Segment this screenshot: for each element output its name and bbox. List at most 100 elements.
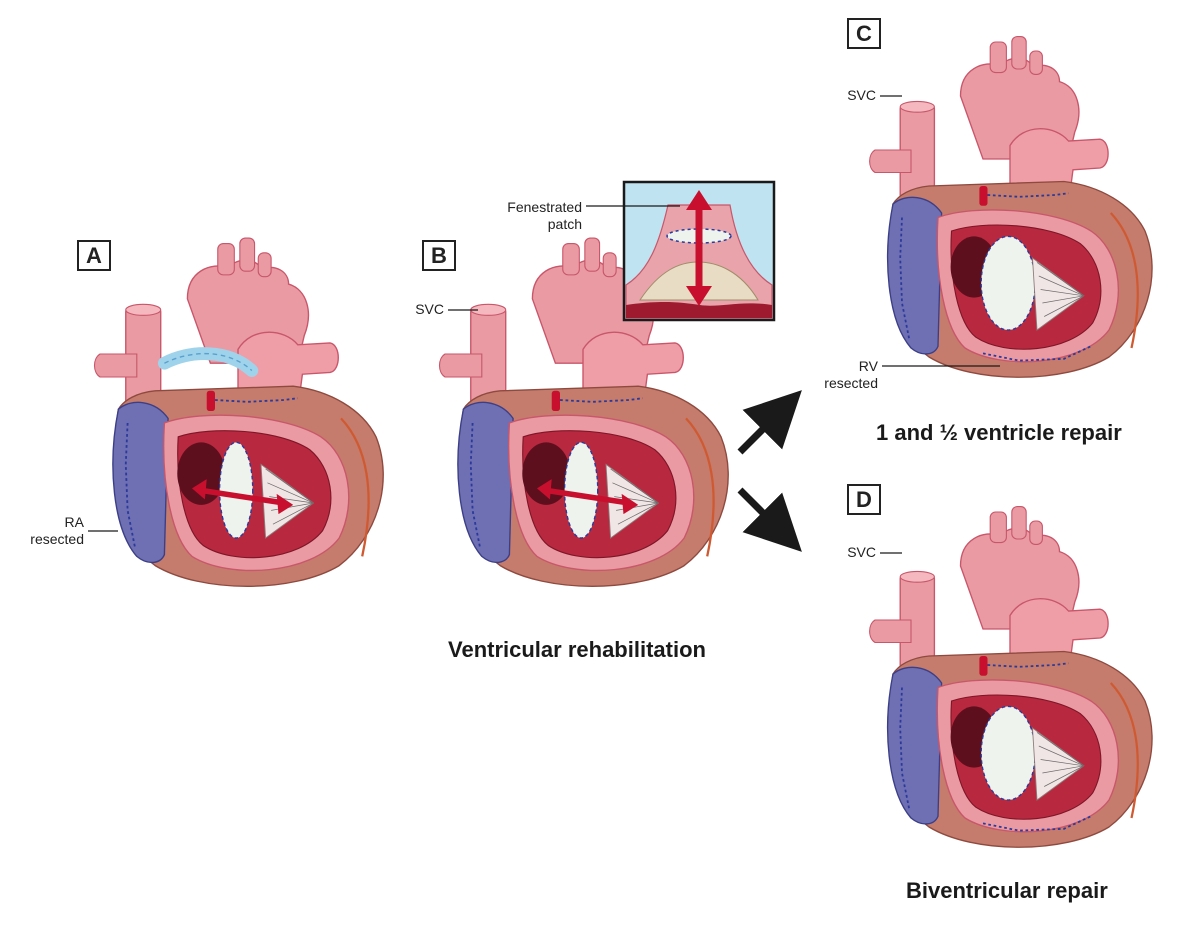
label-ra-line1: RA [64, 514, 84, 530]
ductus-c [979, 186, 988, 206]
branch1-b [562, 243, 580, 276]
shunt-dashes-a [164, 353, 253, 372]
chorda-c-4 [1044, 295, 1084, 317]
inset-arrow-down [686, 286, 712, 306]
shunt-flow-a [198, 487, 285, 506]
branch2-b [584, 237, 601, 272]
ra-suture-d [899, 687, 911, 810]
atrial-chamber-b [522, 442, 571, 505]
atrial-chamber-a [177, 442, 226, 505]
chorda-c-0 [1036, 262, 1085, 297]
svc-opening-a [125, 303, 162, 316]
branch1-a [217, 243, 235, 276]
panel-a-letter: A [77, 240, 111, 271]
branch2-c [1011, 36, 1027, 70]
branch3-b [602, 252, 617, 278]
septal-patch-a [218, 441, 254, 539]
branch3-d [1029, 520, 1043, 545]
chorda-a-1 [267, 482, 314, 504]
chorda-a-4 [272, 502, 314, 525]
rpa-d [869, 619, 912, 644]
septal-patch-b [563, 441, 599, 539]
aorta-suture-a [214, 397, 298, 403]
ra-suture-b [469, 422, 481, 548]
chorda-a-2 [269, 496, 314, 504]
chorda-d-1 [1038, 745, 1084, 767]
chorda-a-0 [265, 468, 314, 504]
rpa-a [93, 353, 138, 378]
ra-suture-c [899, 217, 911, 340]
rv-suture-d [982, 815, 1092, 832]
heart-b [438, 237, 729, 587]
panel-d-letter: D [847, 484, 881, 515]
ra-suture-a [124, 422, 136, 548]
ductus-a [206, 390, 215, 412]
rv-suture-c [982, 345, 1092, 362]
right-atrium-b [457, 401, 514, 564]
branch3-c [1029, 50, 1043, 75]
label-ra-resected: RA resected [10, 514, 84, 548]
ductus-b [551, 390, 560, 412]
flow-head-left-a [192, 479, 207, 500]
heart-d [869, 506, 1153, 848]
label-patch-line1: Fenestrated [507, 199, 582, 215]
heart-c [869, 36, 1153, 378]
chorda-b-2 [614, 496, 659, 504]
aorta-suture-d [987, 662, 1069, 668]
chorda-b-0 [610, 468, 659, 504]
septal-patch-d [980, 705, 1036, 801]
flow-head-left-b [537, 479, 552, 500]
flow-head-right-a [276, 493, 294, 515]
arrow-to-c [737, 390, 802, 455]
chorda-d-0 [1036, 732, 1085, 767]
branch2-a [239, 237, 256, 272]
label-rv-resected: RV resected [790, 358, 878, 392]
ductus-d [979, 656, 988, 676]
label-svc-c: SVC [847, 87, 876, 103]
branch1-d [989, 511, 1007, 544]
coronary-a [340, 417, 370, 557]
rpa-b [438, 353, 483, 378]
coronary-c [1109, 212, 1139, 349]
label-rv-line2: resected [824, 375, 878, 391]
chorda-c-3 [1042, 295, 1084, 304]
chorda-d-3 [1042, 765, 1084, 774]
inset-arrow-up [686, 190, 712, 210]
panel-b-letter: B [422, 240, 456, 271]
label-svc-b: SVC [415, 301, 444, 317]
coronary-d [1109, 682, 1139, 819]
caption-one-and-half-ventricle-repair: 1 and ½ ventricle repair [876, 420, 1122, 445]
chorda-c-1 [1038, 275, 1084, 297]
heart-a [93, 237, 384, 587]
label-svc-d: SVC [847, 544, 876, 560]
panel-c-letter: C [847, 18, 881, 49]
inset-fenestrated-patch [622, 180, 776, 322]
flow-head-right-b [621, 493, 639, 515]
caption-ventricular-rehabilitation: Ventricular rehabilitation [448, 637, 706, 662]
chorda-d-2 [1040, 759, 1084, 767]
valve-leaflet-c [1031, 257, 1085, 331]
coronary-b [685, 417, 715, 557]
right-atrium-d [887, 666, 943, 825]
chorda-d-4 [1044, 765, 1084, 787]
svc-opening-d [899, 570, 935, 583]
label-rv-line1: RV [858, 358, 878, 374]
branch1-c [989, 41, 1007, 74]
svc-opening-c [899, 100, 935, 113]
chorda-b-1 [612, 482, 659, 504]
branch2-d [1011, 506, 1027, 540]
rpa-c [869, 149, 912, 174]
aorta-suture-c [987, 192, 1069, 198]
right-atrium-c [887, 196, 943, 355]
aorta-suture-b [559, 397, 643, 403]
caption-biventricular-repair: Biventricular repair [906, 878, 1108, 903]
label-ra-line2: resected [30, 531, 84, 547]
valve-leaflet-d [1031, 727, 1085, 801]
label-fenestrated-patch: Fenestrated patch [470, 199, 582, 233]
chorda-b-4 [617, 502, 659, 525]
branch3-a [257, 252, 272, 278]
arrow-to-d [737, 487, 802, 552]
right-atrium-a [112, 401, 169, 564]
